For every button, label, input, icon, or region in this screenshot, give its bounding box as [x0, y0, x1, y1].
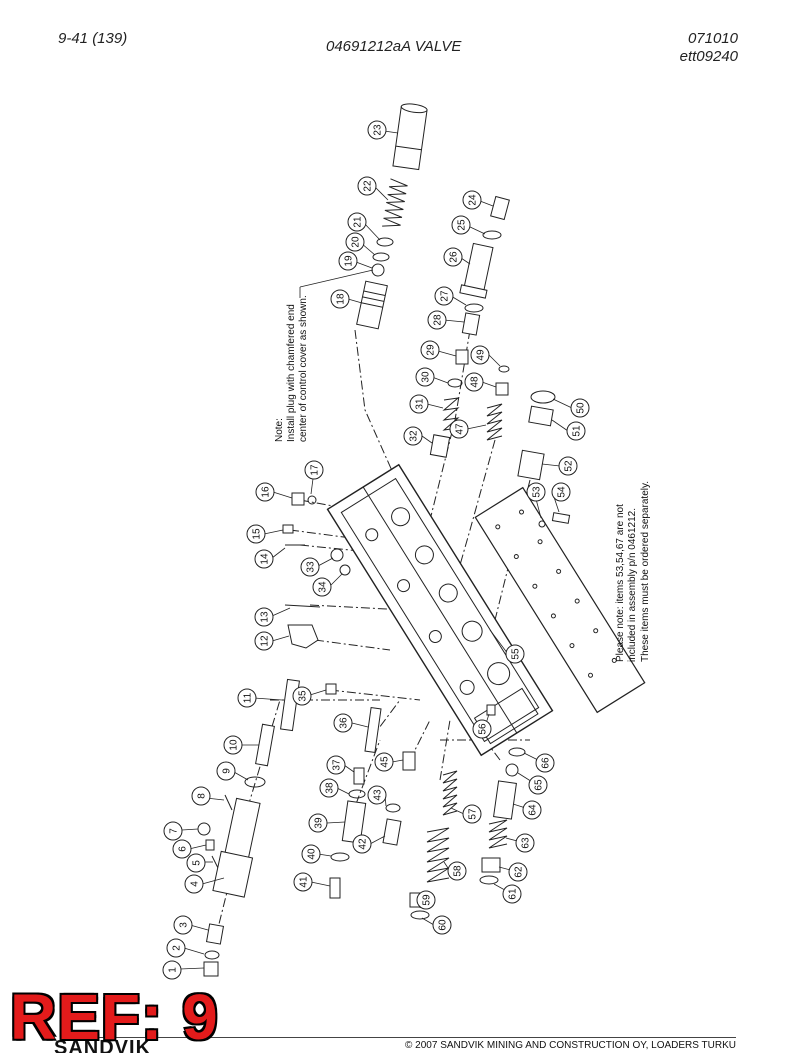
callout-label: 25 [457, 219, 468, 231]
callout-label: 13 [260, 611, 271, 623]
callout-label: 14 [260, 553, 271, 565]
page-title: 04691212aA VALVE [326, 38, 462, 55]
callout-label: 17 [310, 464, 321, 476]
callout-label: 30 [421, 371, 432, 383]
document-code: ett09240 [679, 48, 738, 65]
callout-label: 28 [433, 314, 444, 326]
callout-label: 22 [363, 180, 374, 192]
copyright-notice: © 2007 SANDVIK MINING AND CONSTRUCTION O… [405, 1040, 736, 1051]
callout-label: 8 [197, 793, 208, 799]
callout-label: 31 [415, 398, 426, 410]
plug-note-line3: center of control cover as shown. [298, 295, 309, 442]
callout-label: 27 [440, 290, 451, 302]
callout-label: 45 [380, 756, 391, 768]
callout-label: 15 [252, 528, 263, 540]
callout-label: 23 [373, 124, 384, 136]
callout-label: 57 [468, 808, 479, 820]
callout-label: 5 [192, 860, 203, 866]
callout-label: 21 [353, 216, 364, 228]
callout-label: 12 [260, 635, 271, 647]
ref-stamp: REF: 9 [10, 981, 219, 1053]
callout-label: 62 [514, 866, 525, 878]
callout-label: 58 [453, 865, 464, 877]
footer-rule [60, 1037, 736, 1038]
callout-label: 24 [468, 194, 479, 206]
callout-label: 35 [298, 690, 309, 702]
callout-label: 59 [422, 894, 433, 906]
callout-label: 60 [438, 919, 449, 931]
callout-label: 6 [178, 846, 189, 852]
callout-label: 10 [229, 739, 240, 751]
callout-label: 53 [532, 486, 543, 498]
callout-label: 38 [325, 782, 336, 794]
callout-label: 33 [306, 561, 317, 573]
callout-label: 47 [455, 423, 466, 435]
callout-label: 18 [336, 293, 347, 305]
plug-note-line1: Note: [274, 418, 285, 442]
callout-label: 56 [478, 723, 489, 735]
callout-label: 41 [299, 876, 310, 888]
callout-label: 29 [426, 344, 437, 356]
callout-label: 7 [169, 828, 180, 834]
callout-label: 48 [470, 376, 481, 388]
callout-label: 36 [339, 717, 350, 729]
callout-label: 64 [528, 804, 539, 816]
callout-label: 4 [190, 881, 201, 887]
callout-label: 42 [358, 838, 369, 850]
callout-label: 65 [534, 779, 545, 791]
callout-label: 51 [572, 425, 583, 437]
assembly-note-line1: Please note: items 53,54,67 are not [615, 504, 626, 662]
callout-label: 19 [344, 255, 355, 267]
page-reference: 9-41 (139) [58, 30, 128, 47]
callout-label: 34 [318, 581, 329, 593]
sandvik-logo: SANDVIK [54, 1038, 152, 1053]
plug-note-line2: Install plug with chamfered end [286, 304, 297, 442]
callout-label: 32 [409, 430, 420, 442]
callout-label: 43 [373, 789, 384, 801]
callout-label: 39 [314, 817, 325, 829]
callout-label: 3 [179, 922, 190, 928]
callout-label: 55 [511, 648, 522, 660]
callout-label: 2 [172, 945, 183, 951]
assembly-note-line2: included in assembly p/n 0461212. [627, 508, 638, 662]
callout-label: 66 [541, 757, 552, 769]
callout-label: 52 [564, 460, 575, 472]
callout-label: 20 [351, 236, 362, 248]
callout-label: 26 [449, 251, 460, 263]
callout-label: 40 [307, 848, 318, 860]
callout-label: 61 [508, 888, 519, 900]
date-code: 071010 [687, 30, 738, 47]
callout-label: 37 [332, 759, 343, 771]
callout-label: 63 [521, 837, 532, 849]
callout-label: 1 [168, 967, 179, 973]
callout-label: 54 [557, 486, 568, 498]
callout-label: 49 [476, 349, 487, 361]
callout-label: 11 [243, 692, 254, 703]
callout-label: 9 [222, 768, 233, 774]
callout-label: 50 [576, 402, 587, 414]
assembly-note-line3: These items must be ordered separately. [640, 481, 651, 662]
callout-label: 16 [261, 486, 272, 498]
